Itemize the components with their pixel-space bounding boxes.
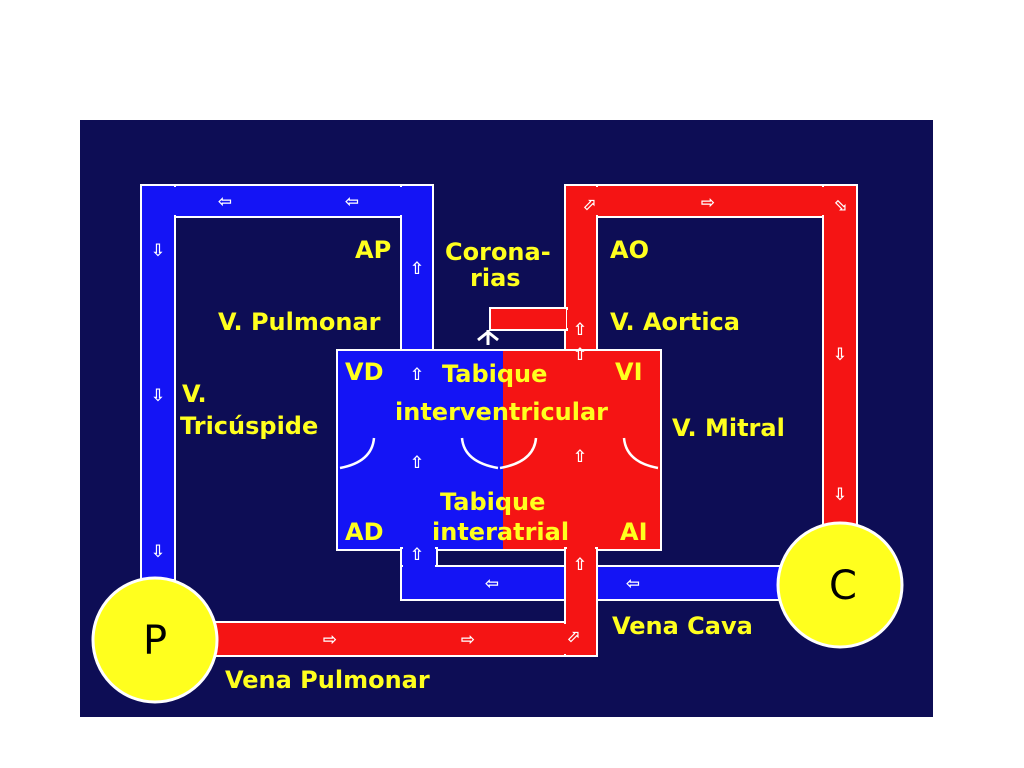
label-tabique-ventricular-2: interventricular [395,398,608,426]
heart-block [336,349,662,551]
flow-arrows: ⇦ ⇦ ⇩ ⇩ ⇩ ⇧ ⇧ ⇧ ⇧ ⇧ ⇧ ⇧ ⇧ ⬀ ⇨ ⬂ ⇩ ⇩ ⇦ ⇦ … [151,192,847,650]
arrow-icon: ⇧ [573,345,587,365]
arrow-icon: ⬀ [582,195,596,215]
node-c: C [776,521,904,649]
label-ap: AP [355,236,391,264]
label-vena-cava: Vena Cava [612,612,753,640]
label-coronarias-2: rias [470,264,521,292]
label-tabique-atrial-2: interatrial [432,518,569,546]
arrow-icon: ⇩ [151,241,165,261]
arrow-icon: ⇧ [573,555,587,575]
label-ad: AD [345,518,384,546]
coronary-branch [477,307,569,345]
label-v-mitral: V. Mitral [672,414,785,442]
label-v-tricuspide-2: Tricúspide [180,412,318,440]
arrow-icon: ⇩ [833,345,847,365]
arrow-icon: ⇧ [410,365,424,385]
arrow-icon: ⇦ [218,192,232,212]
node-c-label: C [829,563,857,609]
labels: AP AO Corona- rias V. Pulmonar V. Aortic… [180,236,785,694]
arrow-icon: ⇩ [151,386,165,406]
arrow-icon: ⇨ [323,630,337,650]
arrow-icon: ⇦ [626,574,640,594]
arrow-icon: ⇧ [573,320,587,340]
arrow-icon: ⬀ [566,627,580,647]
arrow-icon: ⇦ [345,192,359,212]
label-v-pulmonar: V. Pulmonar [218,308,381,336]
label-ai: AI [620,518,648,546]
arrow-icon: ⇩ [833,485,847,505]
arrow-icon: ⇧ [410,545,424,565]
arrow-icon: ⇧ [410,453,424,473]
label-ao: AO [610,236,649,264]
vena-pulmonar-path [214,546,598,657]
arrow-icon: ⇧ [573,447,587,467]
arrow-icon: ⇦ [485,574,499,594]
label-vi: VI [615,358,643,386]
label-vd: VD [345,358,384,386]
label-coronarias-1: Corona- [445,238,551,266]
node-p: P [91,576,219,704]
label-v-aortica: V. Aortica [610,308,740,336]
arrow-icon: ⇩ [151,542,165,562]
label-tabique-atrial-1: Tabique [440,488,545,516]
label-tabique-ventricular-1: Tabique [442,360,547,388]
label-v-tricuspide-1: V. [182,380,207,408]
arrow-icon: ⬂ [833,195,847,215]
arrow-icon: ⇧ [410,259,424,279]
arrow-icon: ⇨ [701,193,715,213]
arrow-icon: ⇨ [461,630,475,650]
label-vena-pulmonar: Vena Pulmonar [225,666,430,694]
node-p-label: P [143,618,167,664]
